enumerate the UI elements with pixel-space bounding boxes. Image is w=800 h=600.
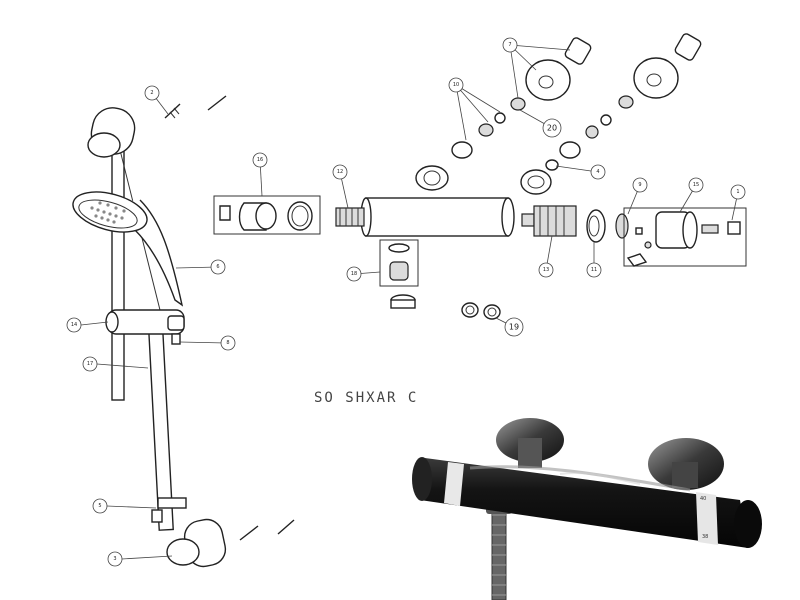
callout-17: 17 bbox=[82, 356, 98, 372]
svg-text:15: 15 bbox=[693, 182, 699, 188]
callout-13: 13 bbox=[538, 262, 554, 278]
cartridge-nut bbox=[586, 209, 606, 243]
left-cartridge bbox=[335, 207, 365, 227]
right-inlet-parts bbox=[520, 33, 702, 195]
callout-5: 5 bbox=[92, 498, 108, 514]
svg-text:13: 13 bbox=[543, 267, 549, 273]
svg-text:12: 12 bbox=[337, 169, 343, 175]
callout-10: 10 bbox=[448, 77, 464, 93]
valve-photo: 40 38 bbox=[412, 418, 762, 600]
dial-mark-38: 38 bbox=[702, 534, 708, 540]
callout-19: 19 bbox=[504, 317, 524, 337]
callout-7: 7 bbox=[502, 37, 518, 53]
svg-text:2: 2 bbox=[150, 90, 153, 96]
svg-text:10: 10 bbox=[453, 82, 459, 88]
svg-text:20: 20 bbox=[547, 124, 557, 133]
ring-9 bbox=[615, 213, 629, 239]
svg-text:4: 4 bbox=[596, 169, 599, 175]
callout-4: 4 bbox=[590, 164, 606, 180]
callout-16: 16 bbox=[252, 152, 268, 168]
top-wall-bracket bbox=[87, 107, 136, 158]
model-label: SO SHXAR C bbox=[314, 390, 418, 406]
svg-text:16: 16 bbox=[257, 157, 263, 163]
callout-18: 18 bbox=[346, 266, 362, 282]
handle-parts-box bbox=[623, 207, 747, 267]
svg-text:18: 18 bbox=[351, 271, 357, 277]
svg-text:5: 5 bbox=[98, 503, 101, 509]
slider-holder bbox=[105, 309, 185, 345]
left-inlet-parts bbox=[415, 37, 592, 191]
washers-19 bbox=[461, 302, 501, 320]
svg-text:19: 19 bbox=[509, 323, 519, 332]
dial-mark-40: 40 bbox=[700, 496, 706, 502]
svg-text:1: 1 bbox=[736, 189, 739, 195]
svg-text:3: 3 bbox=[113, 556, 116, 562]
handle-box-16 bbox=[213, 195, 321, 235]
callout-12: 12 bbox=[332, 164, 348, 180]
callouts: 2 7 10 20 4 16 12 9 15 1 6 18 13 11 19 1… bbox=[66, 37, 746, 567]
callout-11: 11 bbox=[586, 262, 602, 278]
svg-text:6: 6 bbox=[216, 264, 219, 270]
callout-6: 6 bbox=[210, 259, 226, 275]
svg-text:8: 8 bbox=[226, 340, 229, 346]
callout-15: 15 bbox=[688, 177, 704, 193]
filter-box bbox=[379, 239, 419, 309]
svg-text:17: 17 bbox=[87, 361, 93, 367]
leader-lines bbox=[80, 44, 739, 560]
svg-text:9: 9 bbox=[638, 182, 641, 188]
callout-2: 2 bbox=[144, 85, 160, 101]
callout-8: 8 bbox=[220, 335, 236, 351]
svg-text:14: 14 bbox=[71, 322, 77, 328]
svg-text:11: 11 bbox=[591, 267, 597, 273]
wall-screws bbox=[164, 95, 295, 541]
valve-body bbox=[360, 197, 515, 237]
svg-text:7: 7 bbox=[508, 42, 511, 48]
callout-3: 3 bbox=[107, 551, 123, 567]
shower-head bbox=[72, 191, 184, 307]
callout-14: 14 bbox=[66, 317, 82, 333]
right-cartridge bbox=[521, 205, 577, 237]
callout-1: 1 bbox=[730, 184, 746, 200]
lower-wall-bracket bbox=[151, 497, 227, 568]
callout-20: 20 bbox=[542, 118, 562, 138]
callout-9: 9 bbox=[632, 177, 648, 193]
